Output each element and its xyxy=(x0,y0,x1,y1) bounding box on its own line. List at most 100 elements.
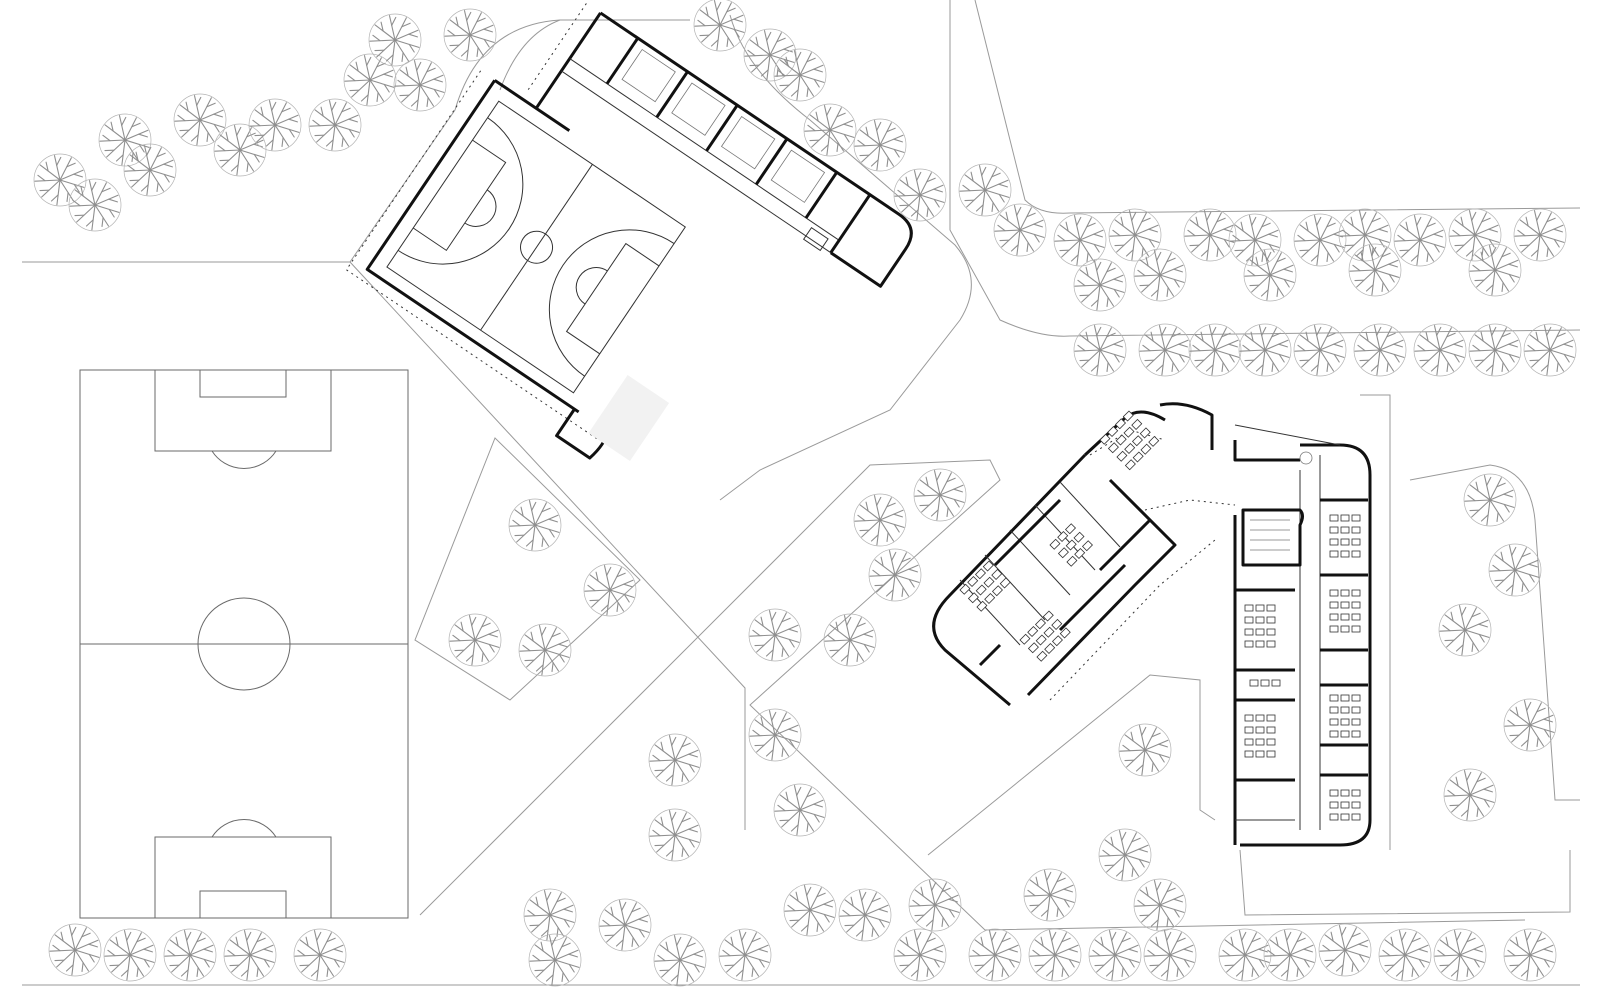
tree-icon xyxy=(958,163,1012,217)
desk-icon xyxy=(1255,628,1265,636)
desk-icon xyxy=(1351,801,1361,809)
tree-icon xyxy=(1293,323,1347,377)
desk-icon xyxy=(1266,616,1276,624)
desk-icon xyxy=(1255,616,1265,624)
desk-group xyxy=(1329,589,1361,633)
tree-icon xyxy=(648,733,702,787)
tree-icon xyxy=(893,168,947,222)
desk-icon xyxy=(1351,625,1361,633)
tree-icon xyxy=(1413,323,1467,377)
tree-icon xyxy=(1188,323,1242,377)
desk-icon xyxy=(1244,714,1254,722)
tree-icon xyxy=(68,178,122,232)
desk-group xyxy=(1049,523,1093,567)
desk-icon xyxy=(1148,435,1160,447)
desk-icon xyxy=(991,568,1003,580)
desk-icon xyxy=(1340,718,1350,726)
tree-icon xyxy=(308,98,362,152)
desk-icon xyxy=(1034,618,1047,630)
tree-icon xyxy=(1263,928,1317,982)
desk-icon xyxy=(1066,555,1078,567)
desk-icon xyxy=(1351,789,1361,797)
desk-icon xyxy=(1124,442,1136,455)
desk-icon xyxy=(1255,738,1265,746)
desk-icon xyxy=(1351,526,1361,534)
desk-icon xyxy=(1255,750,1265,758)
desk-icon xyxy=(982,560,994,572)
desk-group xyxy=(1329,789,1361,821)
tree-icon xyxy=(1228,213,1282,267)
tree-icon xyxy=(1433,928,1487,982)
tree-icon xyxy=(223,928,277,982)
desk-icon xyxy=(1244,750,1254,758)
desk-icon xyxy=(1340,601,1350,609)
desk-icon xyxy=(1081,540,1093,552)
desk-group xyxy=(1329,514,1361,558)
tree-icon xyxy=(1238,323,1292,377)
tree-icon xyxy=(1488,543,1542,597)
site-paths xyxy=(22,0,1581,986)
desk-icon xyxy=(1107,442,1119,454)
desk-icon xyxy=(1064,523,1077,535)
desk-icon xyxy=(1329,694,1339,702)
tree-icon xyxy=(1028,928,1082,982)
desk-icon xyxy=(1329,813,1339,821)
desk-icon xyxy=(1329,601,1339,609)
desk-icon xyxy=(999,577,1011,589)
tree-icon xyxy=(163,928,217,982)
desk-icon xyxy=(1329,613,1339,621)
tree-icon xyxy=(598,898,652,952)
desk-icon xyxy=(1266,726,1276,734)
tree-icon xyxy=(1108,208,1162,262)
desk-icon xyxy=(1340,613,1350,621)
desk-icon xyxy=(1351,538,1361,546)
trees-layer xyxy=(33,0,1577,987)
tree-icon xyxy=(1443,768,1497,822)
tree-icon xyxy=(838,888,892,942)
tree-icon xyxy=(748,608,802,662)
desk-icon xyxy=(1351,813,1361,821)
tree-icon xyxy=(968,928,1022,982)
tree-icon xyxy=(1448,208,1502,262)
desk-icon xyxy=(1329,526,1339,534)
tree-icon xyxy=(1218,928,1272,982)
desk-icon xyxy=(1139,427,1151,439)
tree-icon xyxy=(448,613,502,667)
tree-icon xyxy=(1513,208,1567,262)
tree-icon xyxy=(748,708,802,762)
school-building xyxy=(932,402,1372,847)
tree-icon xyxy=(48,923,102,977)
tree-icon xyxy=(1138,323,1192,377)
desk-icon xyxy=(1074,547,1086,560)
desk-icon xyxy=(1266,640,1276,648)
desk-icon xyxy=(1073,531,1085,543)
tree-icon xyxy=(528,933,582,987)
desk-icon xyxy=(1271,679,1281,687)
tree-icon xyxy=(583,563,637,617)
tree-icon xyxy=(783,883,837,937)
desk-icon xyxy=(1329,625,1339,633)
desk-icon xyxy=(1329,589,1339,597)
desk-icon xyxy=(1051,635,1063,647)
desk-icon xyxy=(1122,410,1134,422)
tree-icon xyxy=(1318,923,1372,977)
desk-icon xyxy=(1266,750,1276,758)
desk-icon xyxy=(975,584,987,596)
tree-icon xyxy=(1468,243,1522,297)
tree-icon xyxy=(1088,928,1142,982)
desk-icon xyxy=(1340,550,1350,558)
desk-icon xyxy=(1249,679,1259,687)
tree-icon xyxy=(693,0,747,52)
desk-icon xyxy=(1340,706,1350,714)
desk-icon xyxy=(1340,625,1350,633)
desk-icon xyxy=(1044,642,1056,655)
desk-icon xyxy=(974,568,987,580)
desk-icon xyxy=(1340,514,1350,522)
desk-icon xyxy=(967,575,979,588)
desk-icon xyxy=(1244,616,1254,624)
tree-icon xyxy=(1523,323,1577,377)
desk-icon xyxy=(1131,418,1143,430)
tree-icon xyxy=(868,548,922,602)
desk-icon xyxy=(1255,640,1265,648)
desk-icon xyxy=(959,583,971,595)
